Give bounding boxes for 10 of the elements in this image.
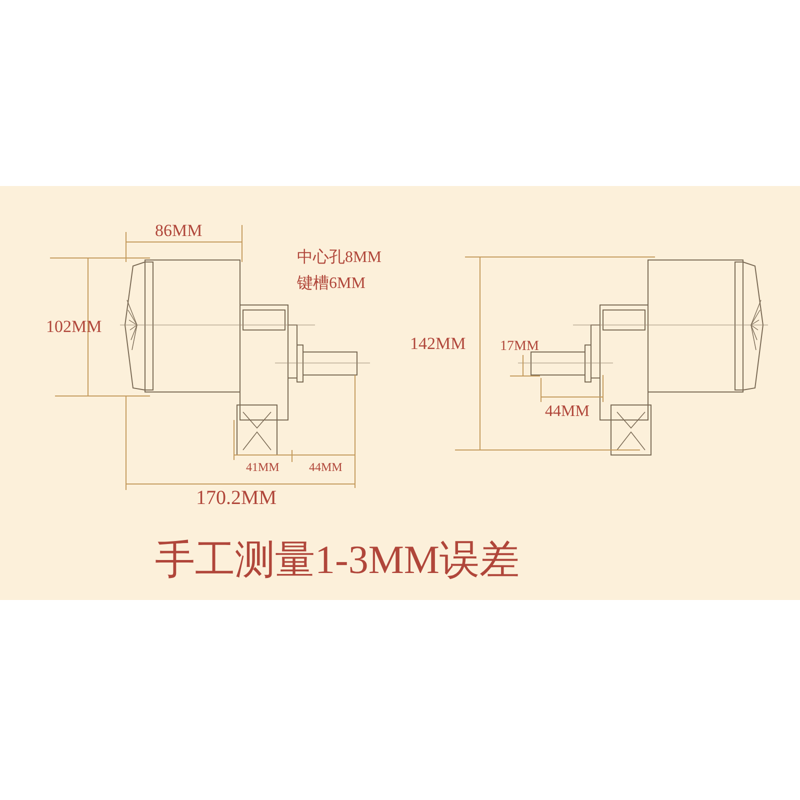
dimension-label: 170.2MM bbox=[196, 488, 277, 508]
note-text: 键槽6MM bbox=[297, 276, 366, 292]
dimension-label: 142MM bbox=[410, 335, 466, 352]
dimension-label: 44MM bbox=[545, 404, 590, 420]
caption-text: 手工测量1-3MM误差 bbox=[155, 540, 520, 580]
dimension-label: 44MM bbox=[309, 461, 342, 473]
dimension-label: 17MM bbox=[500, 340, 539, 354]
dimension-label: 41MM bbox=[246, 461, 280, 473]
note-text: 中心孔8MM bbox=[297, 250, 382, 266]
dimension-label: 86MM bbox=[155, 222, 202, 239]
